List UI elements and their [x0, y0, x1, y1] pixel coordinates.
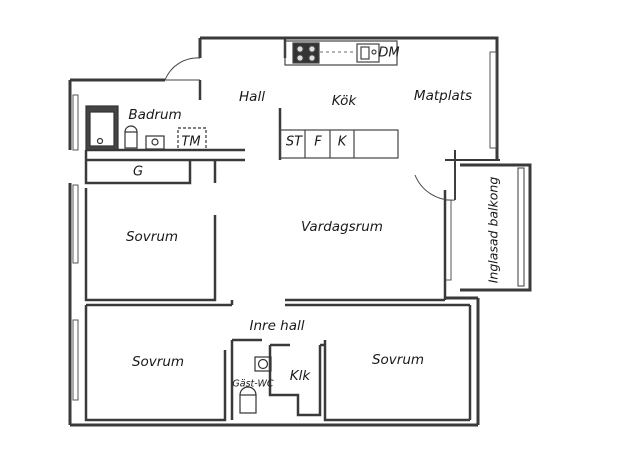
- room-label-bedroom-3: Sovrum: [371, 352, 425, 368]
- room-label-bathroom: Badrum: [128, 107, 182, 123]
- outer-walls: [68, 36, 499, 427]
- label-washing-machine: TM: [181, 134, 201, 150]
- windows: [72, 51, 497, 401]
- doors: [164, 57, 456, 201]
- room-label-glazed-balcony: Inglasad balkong: [485, 176, 501, 284]
- label-stove: ST: [285, 134, 303, 150]
- room-label-kitchen: Kök: [331, 93, 357, 109]
- room-label-guest-wc: Gäst-WC: [232, 378, 274, 390]
- label-wardrobe: G: [132, 164, 144, 180]
- room-label-living-room: Vardagsrum: [301, 219, 383, 235]
- room-label-hall: Hall: [239, 89, 265, 105]
- label-dishwasher: DM: [378, 45, 400, 61]
- room-label-inner-hall: Inre hall: [249, 318, 305, 334]
- kitchen-counter: [284, 40, 398, 66]
- room-label-closet: Klk: [289, 368, 311, 384]
- guest-wc-fixtures: [239, 356, 272, 414]
- bathroom-fixtures: [85, 105, 207, 151]
- room-label-dining: Matplats: [413, 88, 473, 104]
- room-label-bedroom-1: Sovrum: [125, 229, 179, 245]
- interior-walls: [84, 38, 472, 422]
- room-label-bedroom-2: Sovrum: [131, 354, 185, 370]
- label-fridge: K: [337, 134, 347, 150]
- kitchen-island: [279, 129, 399, 159]
- label-freezer: F: [314, 134, 322, 150]
